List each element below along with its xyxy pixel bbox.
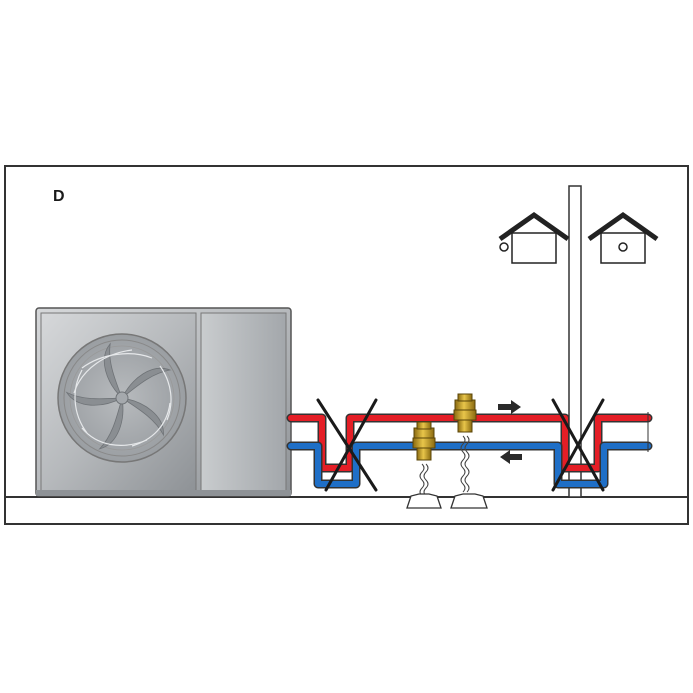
arrow-right-icon	[498, 400, 521, 414]
house-icon	[498, 211, 570, 264]
drain-water-icon	[419, 435, 470, 497]
return-pipe	[286, 441, 653, 489]
panel-label: D	[53, 188, 65, 205]
antifreeze-valve-icon	[412, 421, 436, 461]
drain-basin	[406, 493, 488, 509]
house-icon	[587, 211, 659, 264]
cross-mark-icon	[551, 398, 605, 492]
fan-icon	[57, 333, 187, 463]
wall-post	[568, 185, 582, 498]
arrow-left-icon	[500, 450, 522, 464]
antifreeze-valve-icon	[453, 393, 477, 433]
cross-mark-icon	[316, 398, 378, 492]
